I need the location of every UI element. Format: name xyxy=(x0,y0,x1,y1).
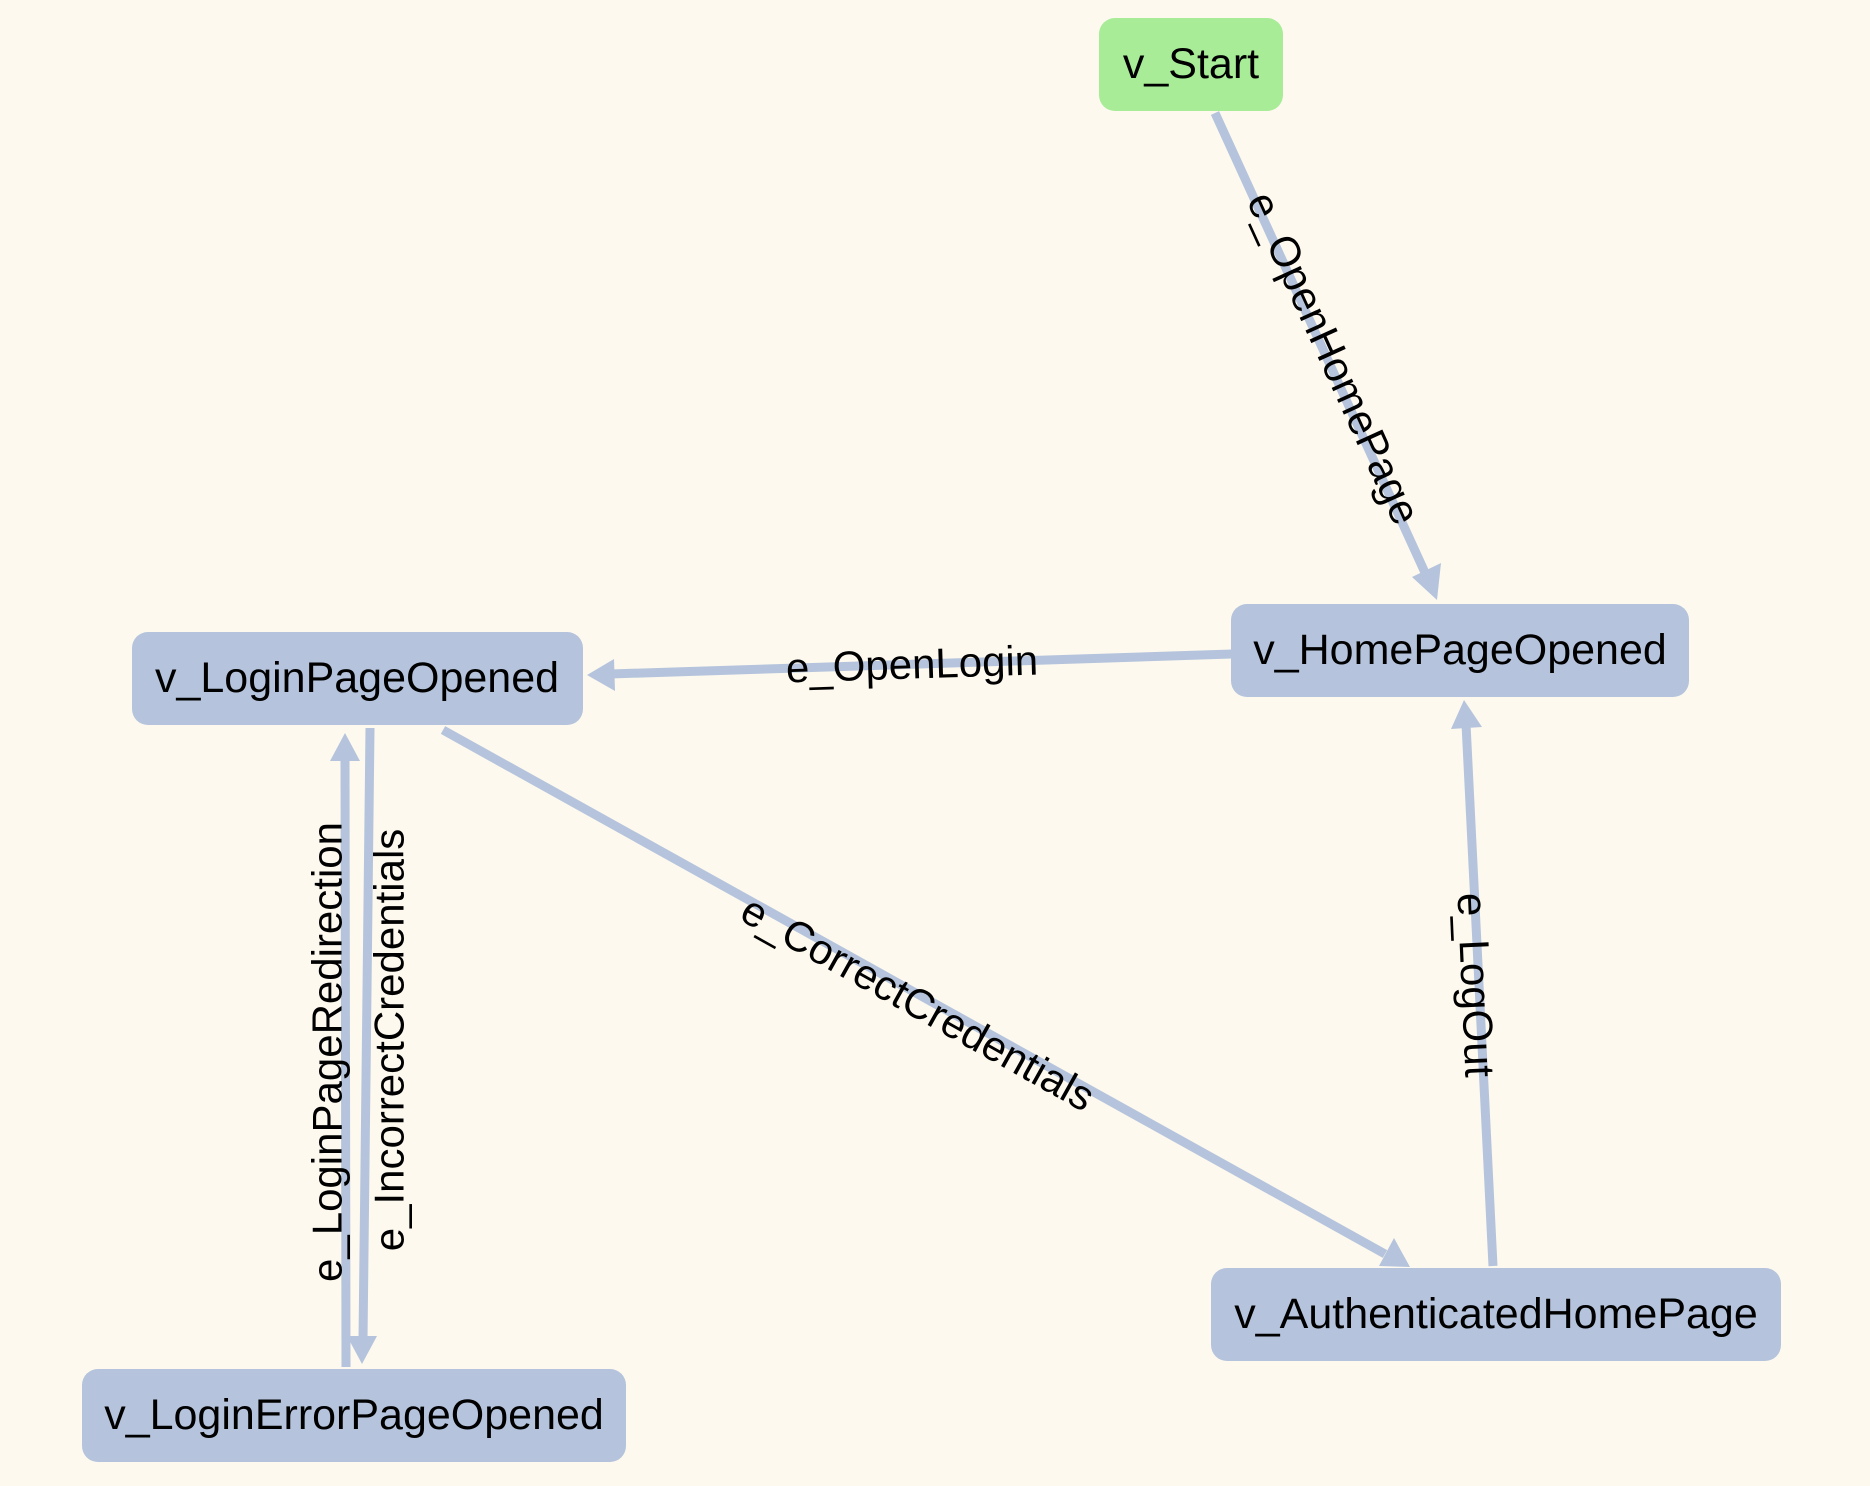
edge-line xyxy=(1210,111,1432,579)
node-v-loginpageopened[interactable]: v_LoginPageOpened xyxy=(132,632,583,725)
node-box xyxy=(1099,18,1283,111)
edge-e-correctcredentials: e_CorrectCredentials xyxy=(440,726,1410,1267)
edge-e-loginpageredirection: e_LoginPageRedirection xyxy=(304,733,360,1368)
edge-line xyxy=(440,726,1388,1258)
edge-e-logout: e_LogOut xyxy=(1448,700,1504,1267)
node-label-v-authenticatedhomepage: v_AuthenticatedHomePage xyxy=(1234,1290,1758,1338)
node-box xyxy=(132,632,583,725)
edge-label-e-logout: e_LogOut xyxy=(1448,892,1503,1079)
arrowhead-icon xyxy=(347,1336,377,1364)
arrowhead-icon xyxy=(330,733,360,761)
node-box xyxy=(1211,1268,1781,1361)
node-label-v-loginpageopened: v_LoginPageOpened xyxy=(155,654,559,702)
edge-label-e-incorrectcredentials: e_IncorrectCredentials xyxy=(366,829,413,1252)
edge-line xyxy=(609,649,1233,679)
node-box xyxy=(1231,604,1689,697)
edge-e-openhomepage: e_OpenHomePage xyxy=(1210,111,1441,600)
node-v-start[interactable]: v_Start xyxy=(1099,18,1283,111)
arrowhead-icon xyxy=(1379,1238,1410,1267)
node-box xyxy=(82,1369,626,1462)
edge-e-incorrectcredentials: e_IncorrectCredentials xyxy=(347,727,413,1364)
node-label-v-loginerrorpageopened: v_LoginErrorPageOpened xyxy=(104,1391,604,1439)
edge-label-e-openhomepage: e_OpenHomePage xyxy=(1238,185,1430,532)
arrowhead-icon xyxy=(1412,563,1441,600)
edge-line xyxy=(358,727,375,1341)
node-v-loginerrorpageopened[interactable]: v_LoginErrorPageOpened xyxy=(82,1369,626,1462)
arrowhead-icon xyxy=(587,659,615,691)
node-v-authenticatedhomepage[interactable]: v_AuthenticatedHomePage xyxy=(1211,1268,1781,1361)
node-label-v-homepageopened: v_HomePageOpened xyxy=(1253,626,1667,674)
node-label-v-start: v_Start xyxy=(1123,40,1259,88)
edge-label-e-correctcredentials: e_CorrectCredentials xyxy=(733,886,1102,1121)
edge-label-e-loginpageredirection: e_LoginPageRedirection xyxy=(304,822,351,1282)
node-v-homepageopened[interactable]: v_HomePageOpened xyxy=(1231,604,1689,697)
edge-line xyxy=(340,757,351,1368)
edge-label-e-openlogin: e_OpenLogin xyxy=(785,637,1039,692)
edge-line xyxy=(1461,723,1498,1267)
edge-e-openlogin: e_OpenLogin xyxy=(587,637,1233,692)
arrowhead-icon xyxy=(1451,700,1482,729)
